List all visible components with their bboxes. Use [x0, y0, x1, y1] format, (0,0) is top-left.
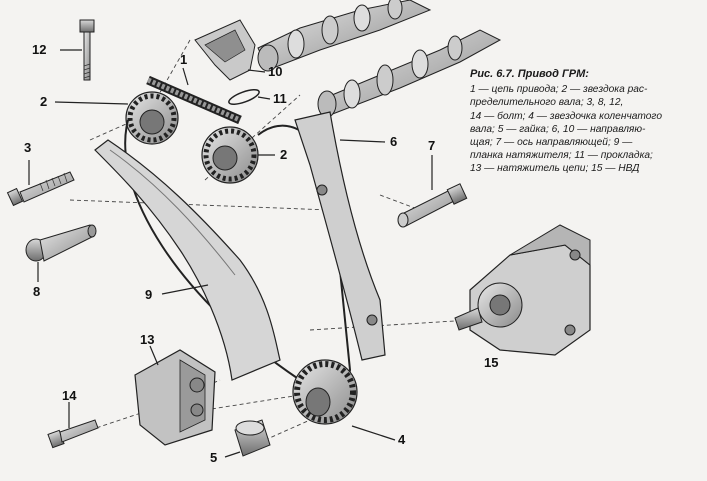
camshaft-lower	[317, 29, 502, 118]
callout-14: 14	[62, 388, 77, 403]
crankshaft-sprocket-4	[292, 359, 358, 425]
callout-2-right: 2	[280, 147, 288, 162]
caption-title: Рис. 6.7. Привод ГРМ:	[470, 68, 589, 80]
bolt-12	[79, 19, 95, 81]
camshaft-sprocket-right	[201, 126, 259, 184]
callout-1: 1	[180, 52, 188, 67]
fuel-pump-15	[454, 224, 591, 356]
callout-6: 6	[390, 134, 398, 149]
axle-7	[397, 183, 468, 228]
callout-7: 7	[428, 138, 436, 153]
caption-line: планка натяжителя; 11 — прокладка;	[470, 150, 653, 162]
callout-4: 4	[398, 432, 406, 447]
callout-10: 10	[268, 64, 283, 79]
callout-13: 13	[140, 332, 155, 347]
timing-chain-1	[146, 75, 242, 125]
camshaft-upper	[257, 0, 432, 72]
nut-5	[234, 419, 271, 457]
bolt-3	[6, 171, 75, 207]
upper-guide-10	[194, 19, 256, 81]
caption-line: щая; 7 — ось направляющей; 9 —	[470, 137, 633, 149]
callout-2-left: 2	[40, 94, 48, 109]
callout-5: 5	[210, 450, 218, 465]
callout-8: 8	[33, 284, 41, 299]
leader-lines	[28, 49, 433, 458]
gasket-11	[228, 89, 260, 105]
callout-11: 11	[273, 91, 287, 106]
figure-caption: Рис. 6.7. Привод ГРМ: 1 — цепь привода; …	[470, 68, 698, 176]
callout-9: 9	[145, 287, 153, 302]
callout-15: 15	[484, 355, 499, 370]
bolt-14	[47, 419, 99, 449]
assembly-lines	[69, 39, 471, 441]
tensioner-rail-9	[94, 139, 281, 381]
caption-line: 14 — болт; 4 — звездочка коленчатого	[470, 110, 662, 122]
caption-line: вала; 5 — гайка; 6, 10 — направляю-	[470, 123, 646, 135]
chain-tensioner-13	[134, 349, 216, 446]
caption-line: 1 — цепь привода; 2 — звездока рас-	[470, 84, 648, 96]
bolt-8	[25, 224, 97, 262]
callout-3: 3	[24, 140, 32, 155]
camshaft-sprocket-left	[125, 91, 179, 145]
callout-12: 12	[32, 42, 47, 57]
caption-line: пределительного вала; 3, 8, 12,	[470, 97, 624, 109]
caption-line: 13 — натяжитель цепи; 15 — НВД	[470, 163, 640, 175]
guide-rail-6	[294, 111, 386, 361]
